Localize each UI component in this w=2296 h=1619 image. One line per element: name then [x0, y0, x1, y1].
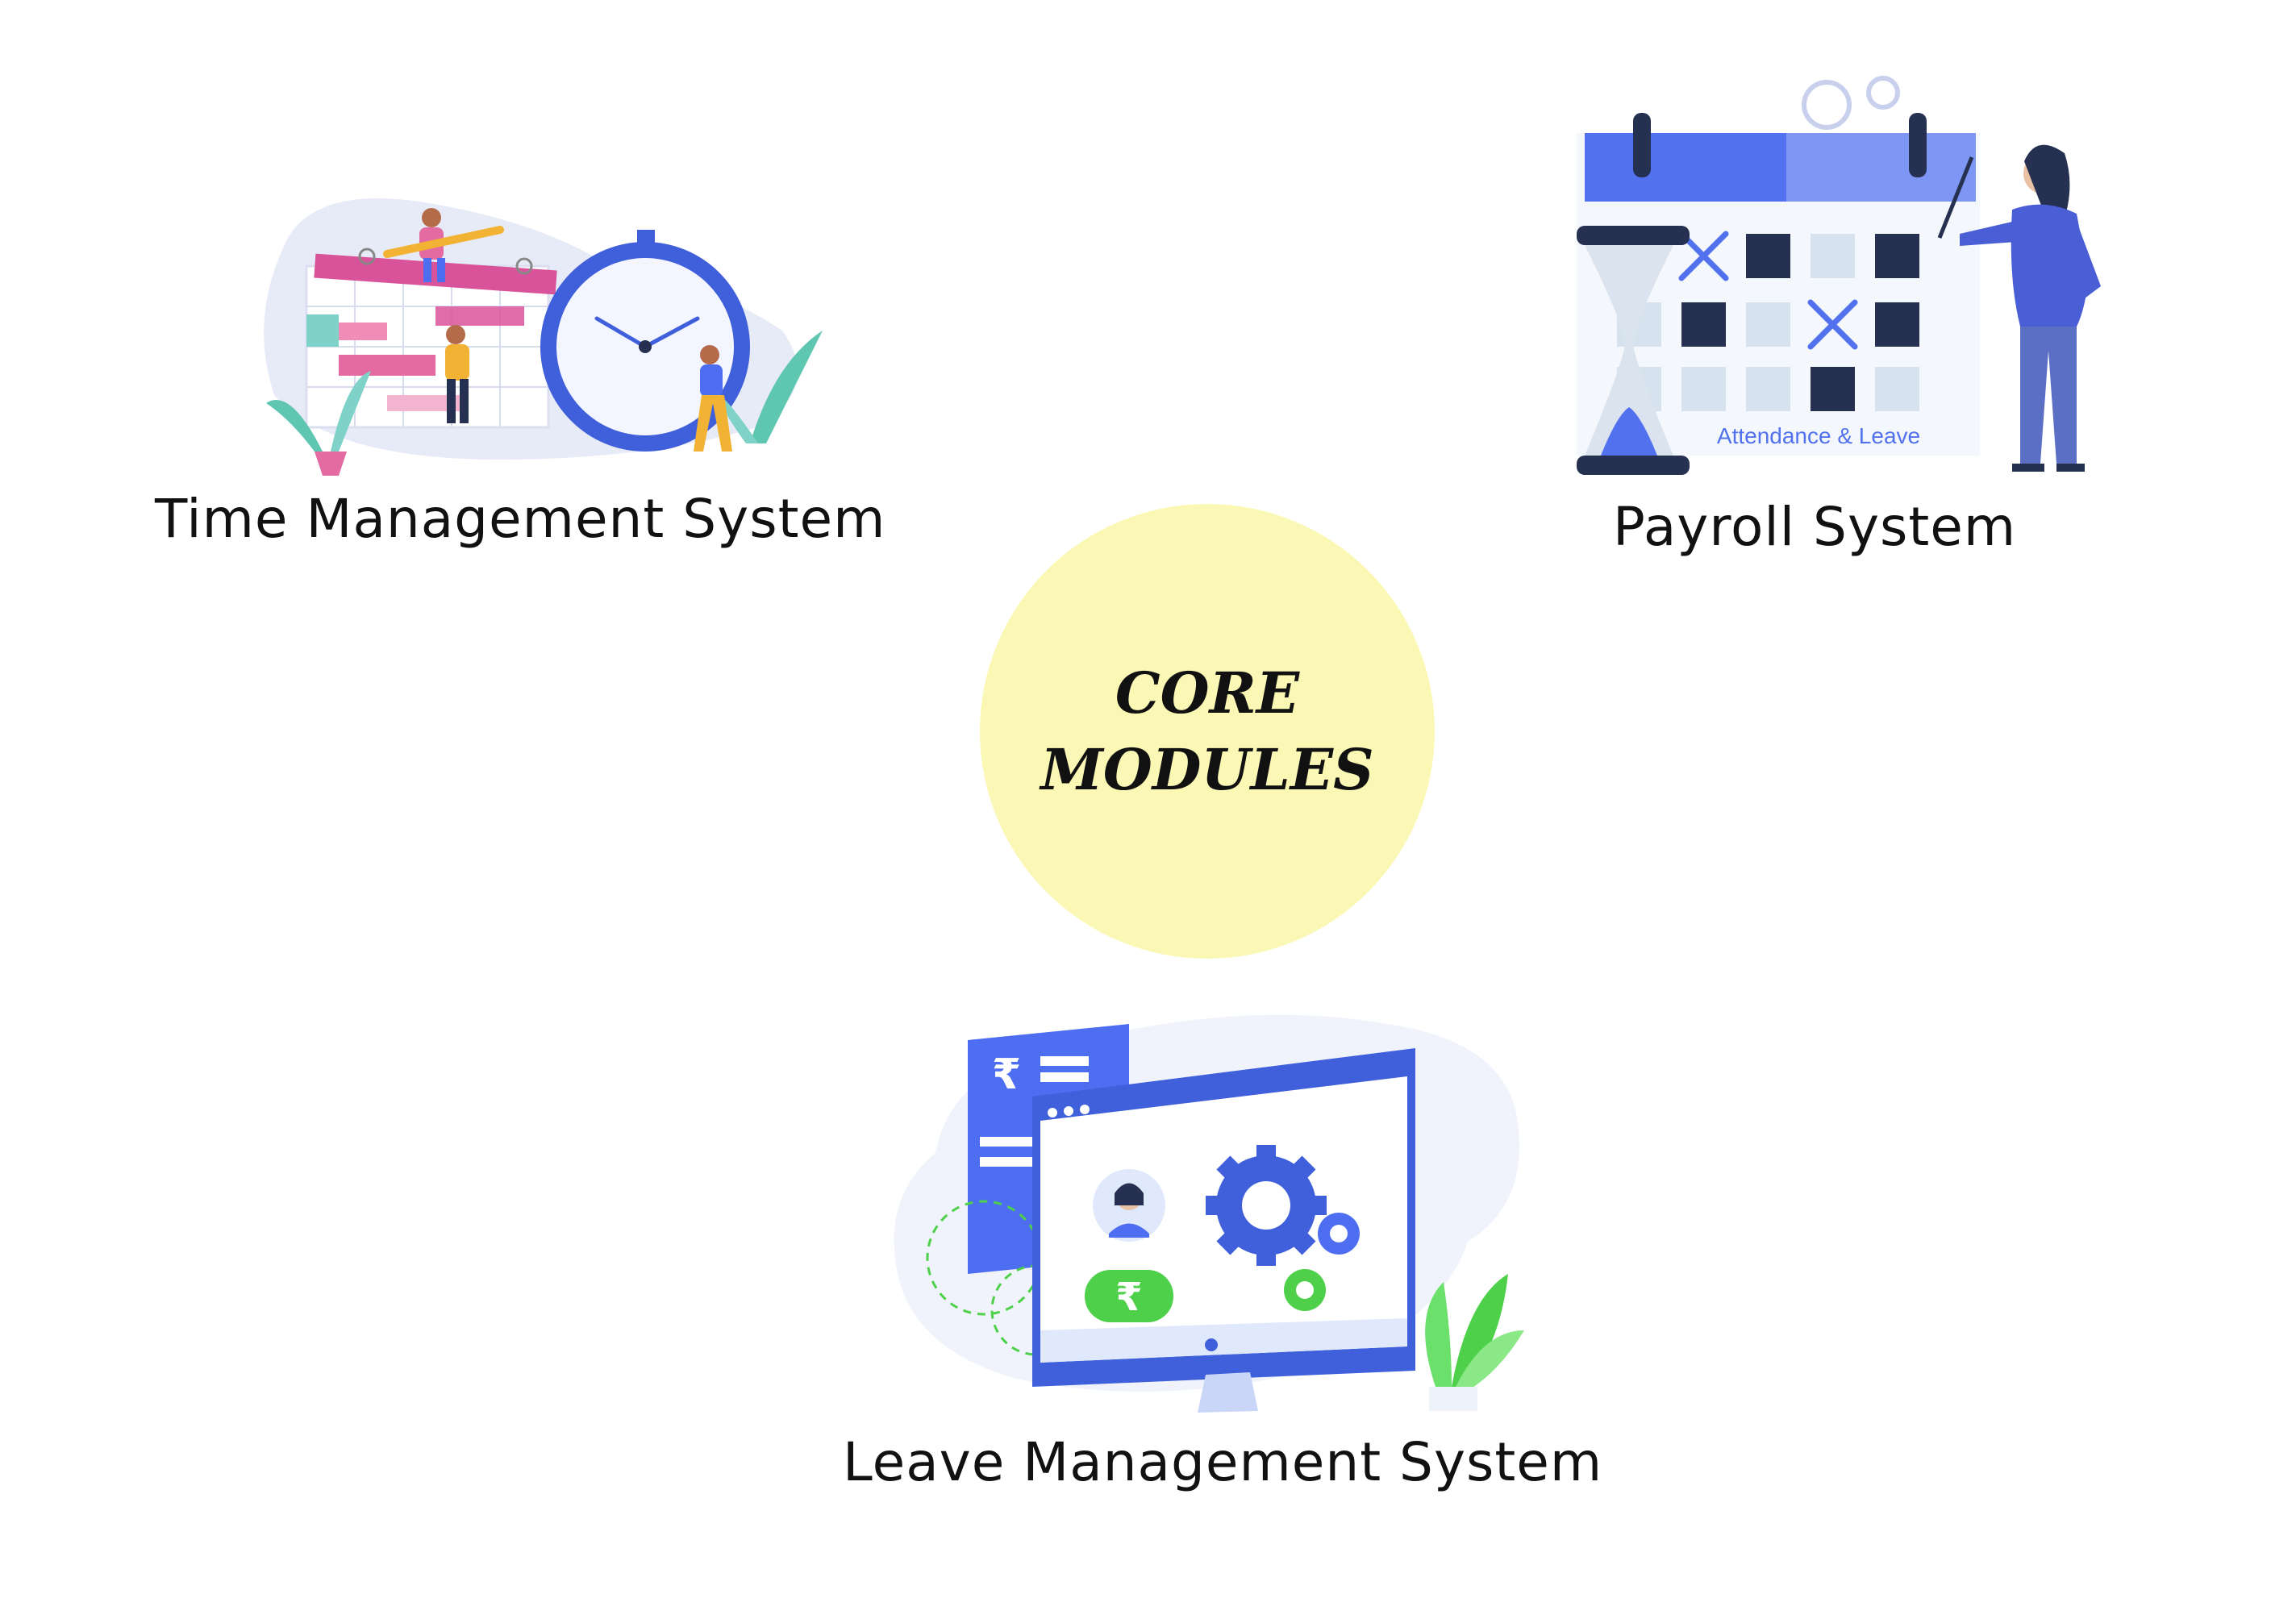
leave-management-label: Leave Management System [843, 1431, 1603, 1493]
time-management-label: Time Management System [155, 488, 886, 550]
core-modules-line-2: MODULES [1040, 736, 1374, 803]
calendar-caption: Attendance & Leave [1717, 423, 1920, 448]
core-modules-circle: CORE MODULES [980, 504, 1435, 959]
small-gear-icon [1318, 1213, 1360, 1255]
core-modules-line-1: CORE [1115, 660, 1300, 726]
payroll-illustration: Attendance & Leave [1577, 76, 2101, 475]
rupee-receipt-icon: ₹ [992, 1051, 1021, 1099]
gear-icon [1206, 1145, 1327, 1266]
rupee-button-icon: ₹ [1115, 1275, 1142, 1320]
gear-icon [1802, 76, 1900, 130]
time-management-illustration [264, 198, 823, 476]
leave-management-illustration: ₹ ₹ [894, 1014, 1524, 1413]
green-gear-icon [1284, 1269, 1326, 1311]
payroll-label: Payroll System [1613, 496, 2017, 558]
